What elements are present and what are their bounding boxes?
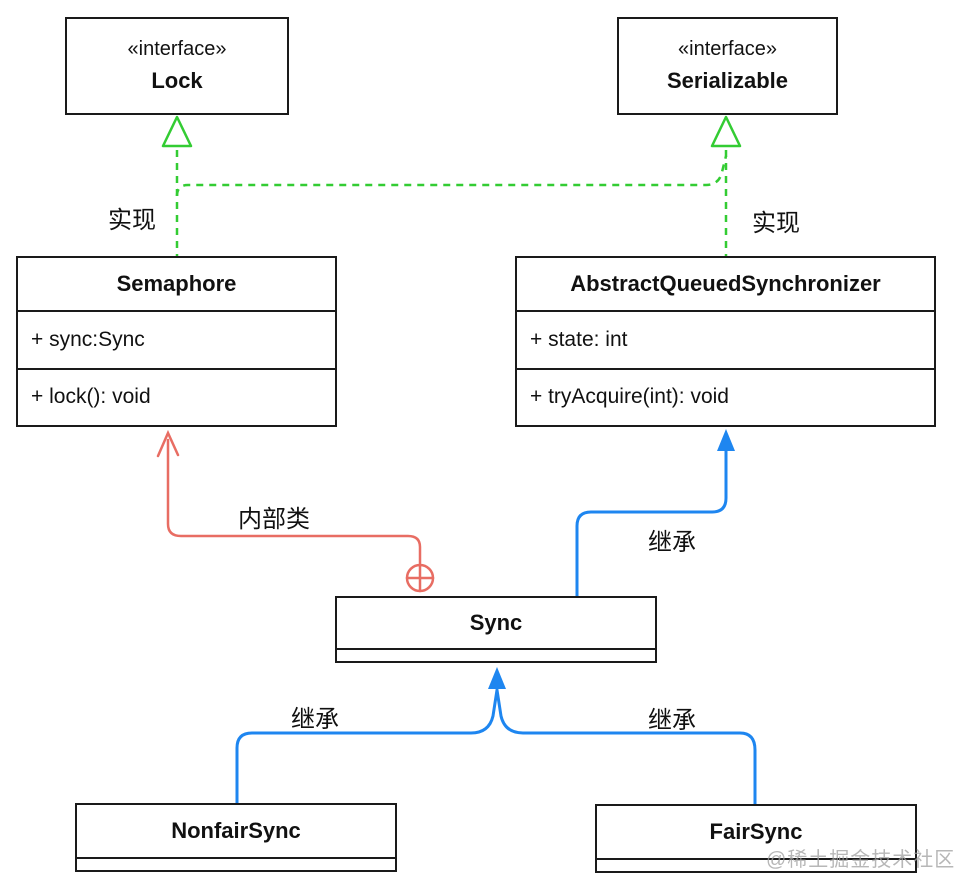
fairsync-title: FairSync bbox=[709, 819, 803, 844]
aqs-method: + tryAcquire(int): void bbox=[517, 367, 934, 426]
label-realization-right: 实现 bbox=[752, 210, 800, 237]
class-node-nonfairsync: NonfairSync bbox=[75, 803, 397, 872]
containment-circle-icon bbox=[405, 563, 435, 593]
lock-stereotype: «interface» bbox=[127, 38, 227, 60]
open-arrowhead-semaphore bbox=[156, 429, 180, 458]
label-inheritance-bottom-left: 继承 bbox=[291, 706, 339, 733]
realization-edge-semaphore-serializable bbox=[175, 155, 728, 197]
semaphore-title: Semaphore bbox=[116, 271, 237, 296]
sync-empty-compartment bbox=[337, 648, 655, 661]
class-node-fairsync: FairSync bbox=[595, 804, 917, 873]
containment-cross-icon bbox=[405, 563, 435, 593]
solid-triangle-arrowhead-aqs bbox=[717, 429, 735, 451]
watermark-text: @稀土掘金技术社区 bbox=[766, 849, 954, 871]
inheritance-edge-fairsync-sync bbox=[495, 688, 757, 806]
nonfairsync-title: NonfairSync bbox=[171, 818, 301, 843]
semaphore-attribute: + sync:Sync bbox=[18, 310, 335, 368]
label-inheritance-mid: 继承 bbox=[648, 529, 696, 556]
nonfairsync-empty-compartment bbox=[77, 857, 395, 870]
semaphore-method: + lock(): void bbox=[18, 367, 335, 426]
aqs-title: AbstractQueuedSynchronizer bbox=[570, 271, 881, 296]
solid-triangle-arrowhead-sync bbox=[488, 667, 506, 689]
class-node-sync: Sync bbox=[335, 596, 657, 663]
interface-node-serializable: «interface» Serializable bbox=[617, 17, 838, 115]
sync-title: Sync bbox=[469, 610, 523, 635]
fairsync-empty-compartment bbox=[597, 858, 915, 871]
aqs-attribute: + state: int bbox=[517, 310, 934, 368]
inheritance-edge-nonfairsync-sync bbox=[235, 688, 499, 805]
label-inheritance-bottom-right: 继承 bbox=[648, 707, 696, 734]
hollow-triangle-arrowhead-serializable bbox=[710, 115, 742, 148]
label-realization-left: 实现 bbox=[108, 207, 156, 234]
lock-name: Lock bbox=[151, 68, 203, 93]
serializable-name: Serializable bbox=[666, 68, 789, 93]
label-inner-class: 内部类 bbox=[238, 506, 310, 533]
class-node-aqs: AbstractQueuedSynchronizer + state: int … bbox=[515, 256, 936, 427]
hollow-triangle-arrowhead-lock bbox=[161, 115, 193, 148]
class-node-semaphore: Semaphore + sync:Sync + lock(): void bbox=[16, 256, 337, 427]
serializable-stereotype: «interface» bbox=[678, 38, 777, 60]
interface-node-lock: «interface» Lock bbox=[65, 17, 289, 115]
